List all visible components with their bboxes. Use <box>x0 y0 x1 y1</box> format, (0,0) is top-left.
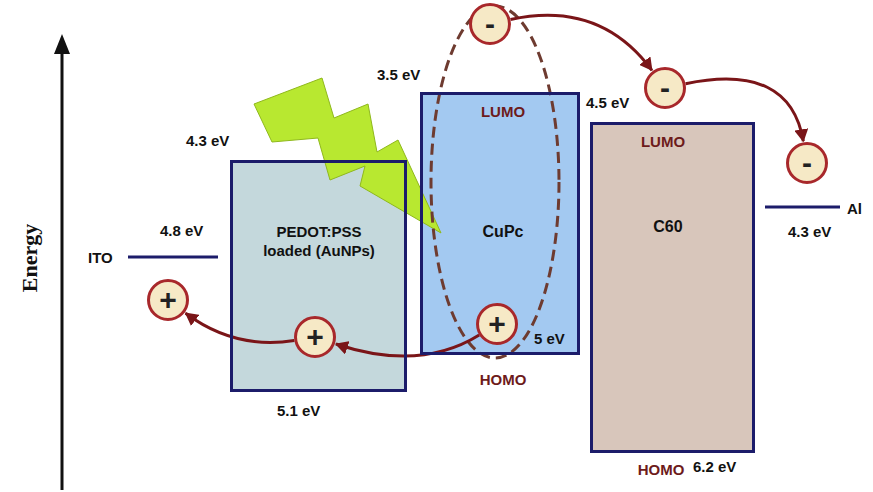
energy-level-box: LUMOC60HOMO <box>590 122 755 453</box>
charge-transfer-arrow <box>511 15 652 70</box>
level-value: 4.3 eV <box>186 132 229 149</box>
level-value: 4.8 eV <box>160 222 203 239</box>
orbital-label: HOMO <box>480 371 527 388</box>
orbital-label: HOMO <box>638 461 685 478</box>
light-bolt <box>254 78 441 233</box>
level-value: 5 eV <box>534 330 565 347</box>
energy-axis-head <box>54 34 70 54</box>
charge-transfer-arrow <box>686 79 804 141</box>
material-name: PEDOT:PSS loaded (AuNPs) <box>257 223 382 261</box>
level-value: 3.5 eV <box>377 66 420 83</box>
material-name: C60 <box>653 218 682 236</box>
energy-level-box: PEDOT:PSS loaded (AuNPs) + <box>230 160 407 392</box>
charge-sign: - <box>802 148 812 178</box>
charge-circle: + <box>294 316 336 358</box>
level-value: 6.2 eV <box>693 458 736 475</box>
exciton-ellipse <box>431 6 559 358</box>
level-value: 4.3 eV <box>788 223 831 240</box>
energy-level-box: LUMOCuPcHOMO+ <box>420 92 580 355</box>
charge-sign: - <box>660 73 670 103</box>
charge-circle: - <box>786 142 828 184</box>
material-name: CuPc <box>483 223 524 241</box>
charge-sign: + <box>159 285 177 315</box>
al-level <box>765 206 840 209</box>
level-value: Al <box>847 200 862 217</box>
energy-axis <box>61 50 64 490</box>
level-value: ITO <box>88 249 113 266</box>
charge-sign: + <box>306 322 324 352</box>
charge-transfer-arrow <box>186 313 295 342</box>
level-value: 5.1 eV <box>277 402 320 419</box>
orbital-label: LUMO <box>641 133 685 150</box>
box-fill <box>590 122 755 453</box>
axis-title: Energy <box>17 224 43 292</box>
charge-sign: + <box>488 309 506 339</box>
charge-circle: - <box>644 67 686 109</box>
orbital-label: LUMO <box>481 103 525 120</box>
ito-level <box>128 256 218 259</box>
charge-circle: + <box>147 279 189 321</box>
charge-sign: - <box>485 9 495 39</box>
level-value: 4.5 eV <box>586 94 629 111</box>
charge-circle: - <box>469 3 511 45</box>
charge-circle: + <box>476 303 518 345</box>
